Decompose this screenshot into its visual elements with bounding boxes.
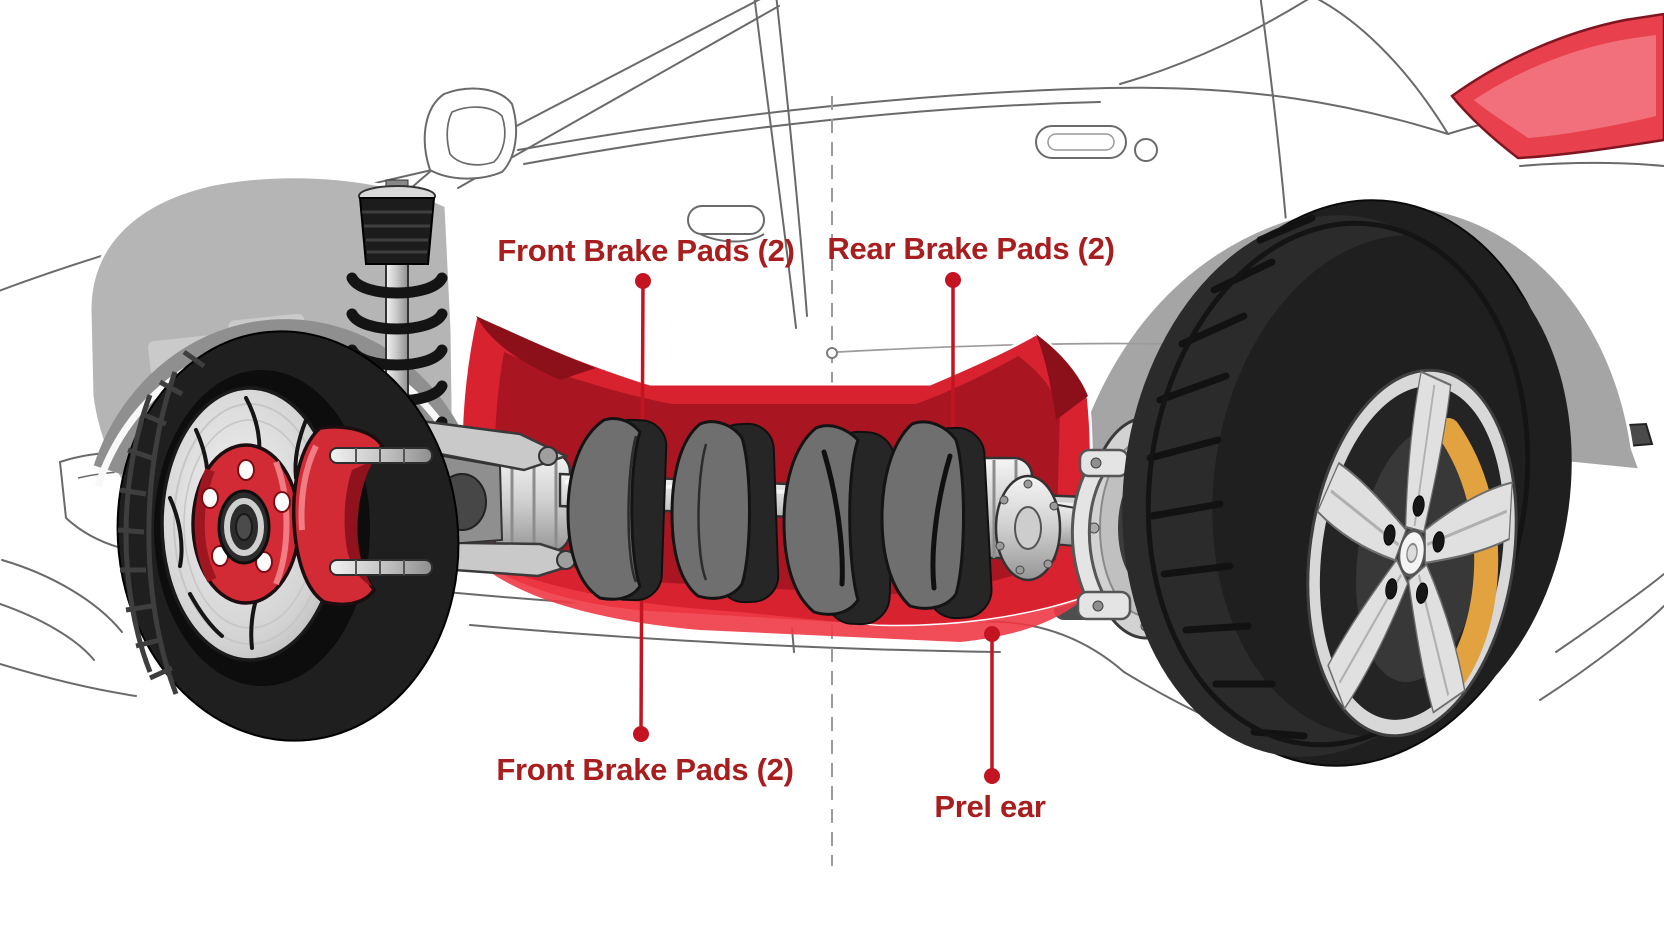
- leader-dot: [945, 272, 961, 288]
- rear-pad-left: [782, 424, 860, 616]
- beltline: [517, 86, 1449, 151]
- b-pillar-seam-2: [775, 0, 808, 317]
- leader-dot: [635, 273, 651, 289]
- rear-brake-pads: [782, 420, 993, 626]
- strut-boot: [358, 197, 436, 265]
- rear-brake-caliper: [1436, 418, 1499, 698]
- front-bumper-line-1: [1, 559, 123, 633]
- rear-crease: [1519, 162, 1664, 167]
- leader-dot: [633, 726, 649, 742]
- pad-wear-slot: [930, 453, 953, 591]
- front-pad-right: [670, 420, 751, 600]
- label-rear-brake-pads-top: Rear Brake Pads (2): [827, 231, 1115, 266]
- rear-wheel: [1122, 199, 1572, 767]
- front-tire-tread: [117, 349, 206, 695]
- lug-bolts: [1383, 495, 1445, 604]
- b-pillar-seam: [753, 0, 797, 329]
- front-bumper-line-3: [0, 663, 137, 697]
- rear-door-handle: [1035, 125, 1158, 162]
- reference-marker: [826, 347, 838, 359]
- leader-rear-top: [945, 272, 961, 436]
- pad-wear-slot: [821, 449, 845, 587]
- front-wheel: [116, 330, 460, 742]
- beltline-inner: [523, 101, 1101, 165]
- leader-dot: [984, 626, 1000, 642]
- c-pillar: [1317, 0, 1449, 135]
- front-brake-pads: [566, 417, 780, 604]
- label-front-brake-pads-top: Front Brake Pads (2): [497, 233, 795, 268]
- hub-bracket: [1070, 448, 1132, 621]
- sill-line-low: [469, 624, 1001, 653]
- leader-rear-bottom: [984, 626, 1000, 784]
- rear-hub-small-flange: [994, 474, 1062, 582]
- door-crease-line: [837, 342, 1169, 353]
- taillight: [1450, 12, 1664, 160]
- rear-pad-right: [880, 420, 965, 610]
- side-mirror: [423, 87, 518, 180]
- label-front-brake-pads-bottom: Front Brake Pads (2): [496, 752, 794, 787]
- front-pad-left: [566, 417, 642, 601]
- leader-dot: [984, 768, 1000, 784]
- center-reference-line: [826, 96, 1169, 866]
- caliper-slide-pins: [329, 447, 433, 576]
- front-door-handle: [687, 205, 765, 243]
- rear-rim-spokes: [1316, 370, 1513, 714]
- rear-glass-line: [1119, 0, 1309, 85]
- rear-bumper-line-1: [1539, 605, 1664, 701]
- front-bumper-line-2: [0, 603, 95, 661]
- label-rear-bottom: Prel ear: [934, 789, 1046, 824]
- rear-bumper-line-2: [1555, 573, 1664, 653]
